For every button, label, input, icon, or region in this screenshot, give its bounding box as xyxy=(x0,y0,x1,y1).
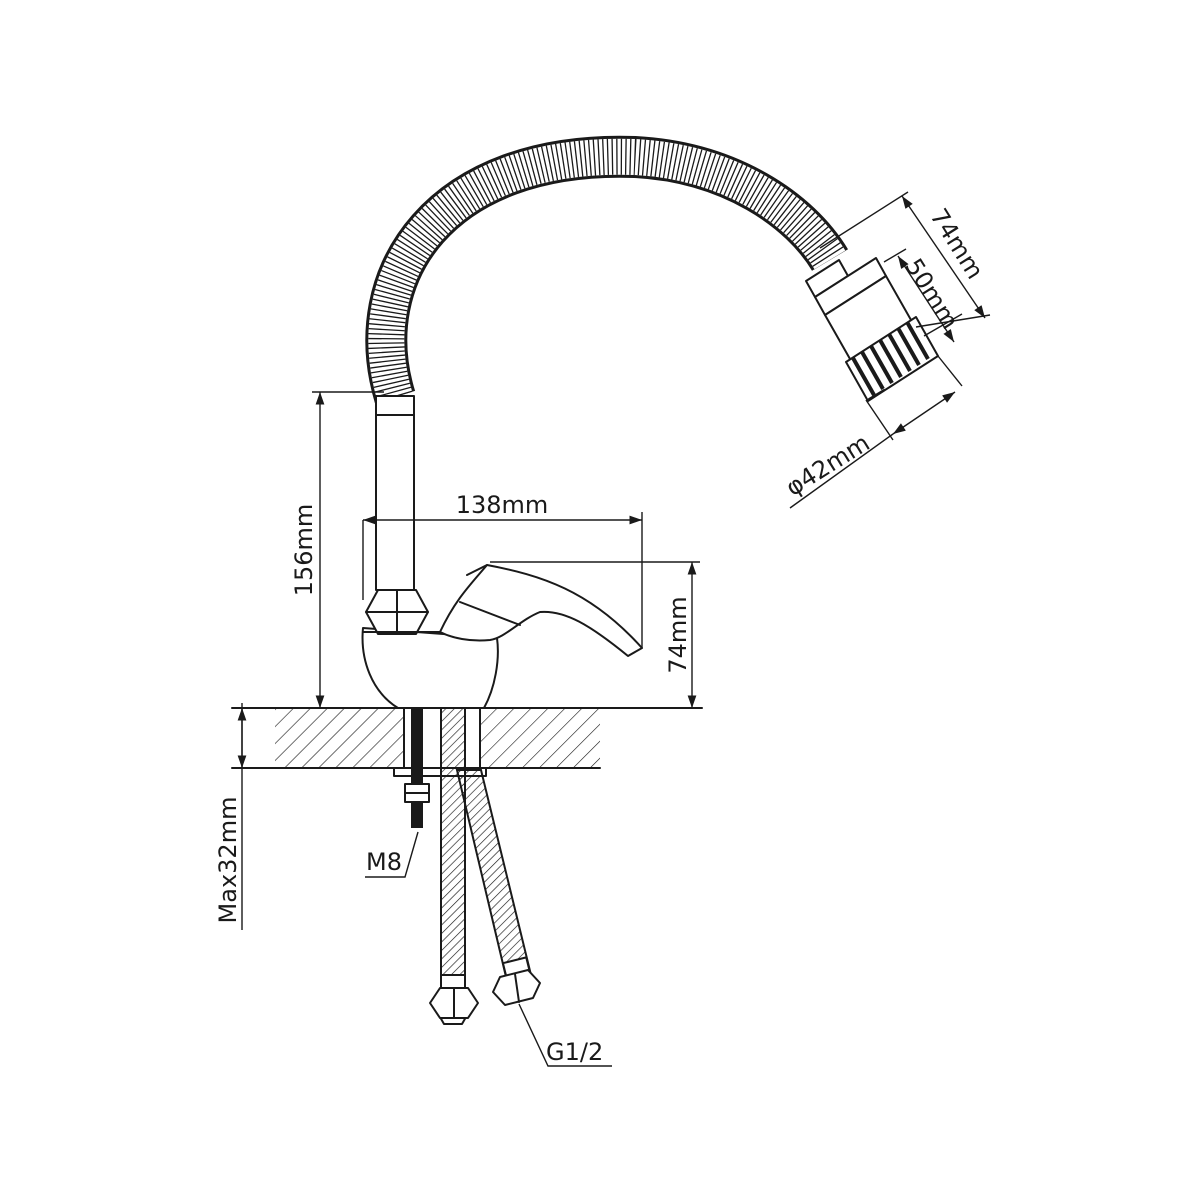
dim-label-156mm: 156mm xyxy=(290,504,318,597)
label-g12: G1/2 xyxy=(518,1003,612,1067)
spout-tube xyxy=(375,395,415,591)
dim-body-height: 156mm xyxy=(290,391,384,708)
flexible-spout xyxy=(365,135,849,404)
dim-label-max32mm: Max32mm xyxy=(214,797,242,924)
label-m8: M8 xyxy=(365,831,419,878)
faucet-body xyxy=(361,589,499,709)
dim-counter-thickness: Max32mm xyxy=(214,703,247,930)
dim-handle-height: 74mm xyxy=(490,561,700,708)
label-m8-text: M8 xyxy=(366,848,402,876)
dim-spout-length: 138mm xyxy=(362,491,643,648)
dim-label-phi42mm: φ42mm xyxy=(781,429,875,502)
dim-label-138mm: 138mm xyxy=(456,491,549,519)
dim-label-74mm-handle: 74mm xyxy=(664,596,692,673)
lever-handle xyxy=(439,564,643,657)
countertop xyxy=(231,706,703,777)
mounting-stud xyxy=(404,708,430,828)
supply-hoses xyxy=(429,707,541,1025)
label-g12-text: G1/2 xyxy=(546,1038,603,1066)
